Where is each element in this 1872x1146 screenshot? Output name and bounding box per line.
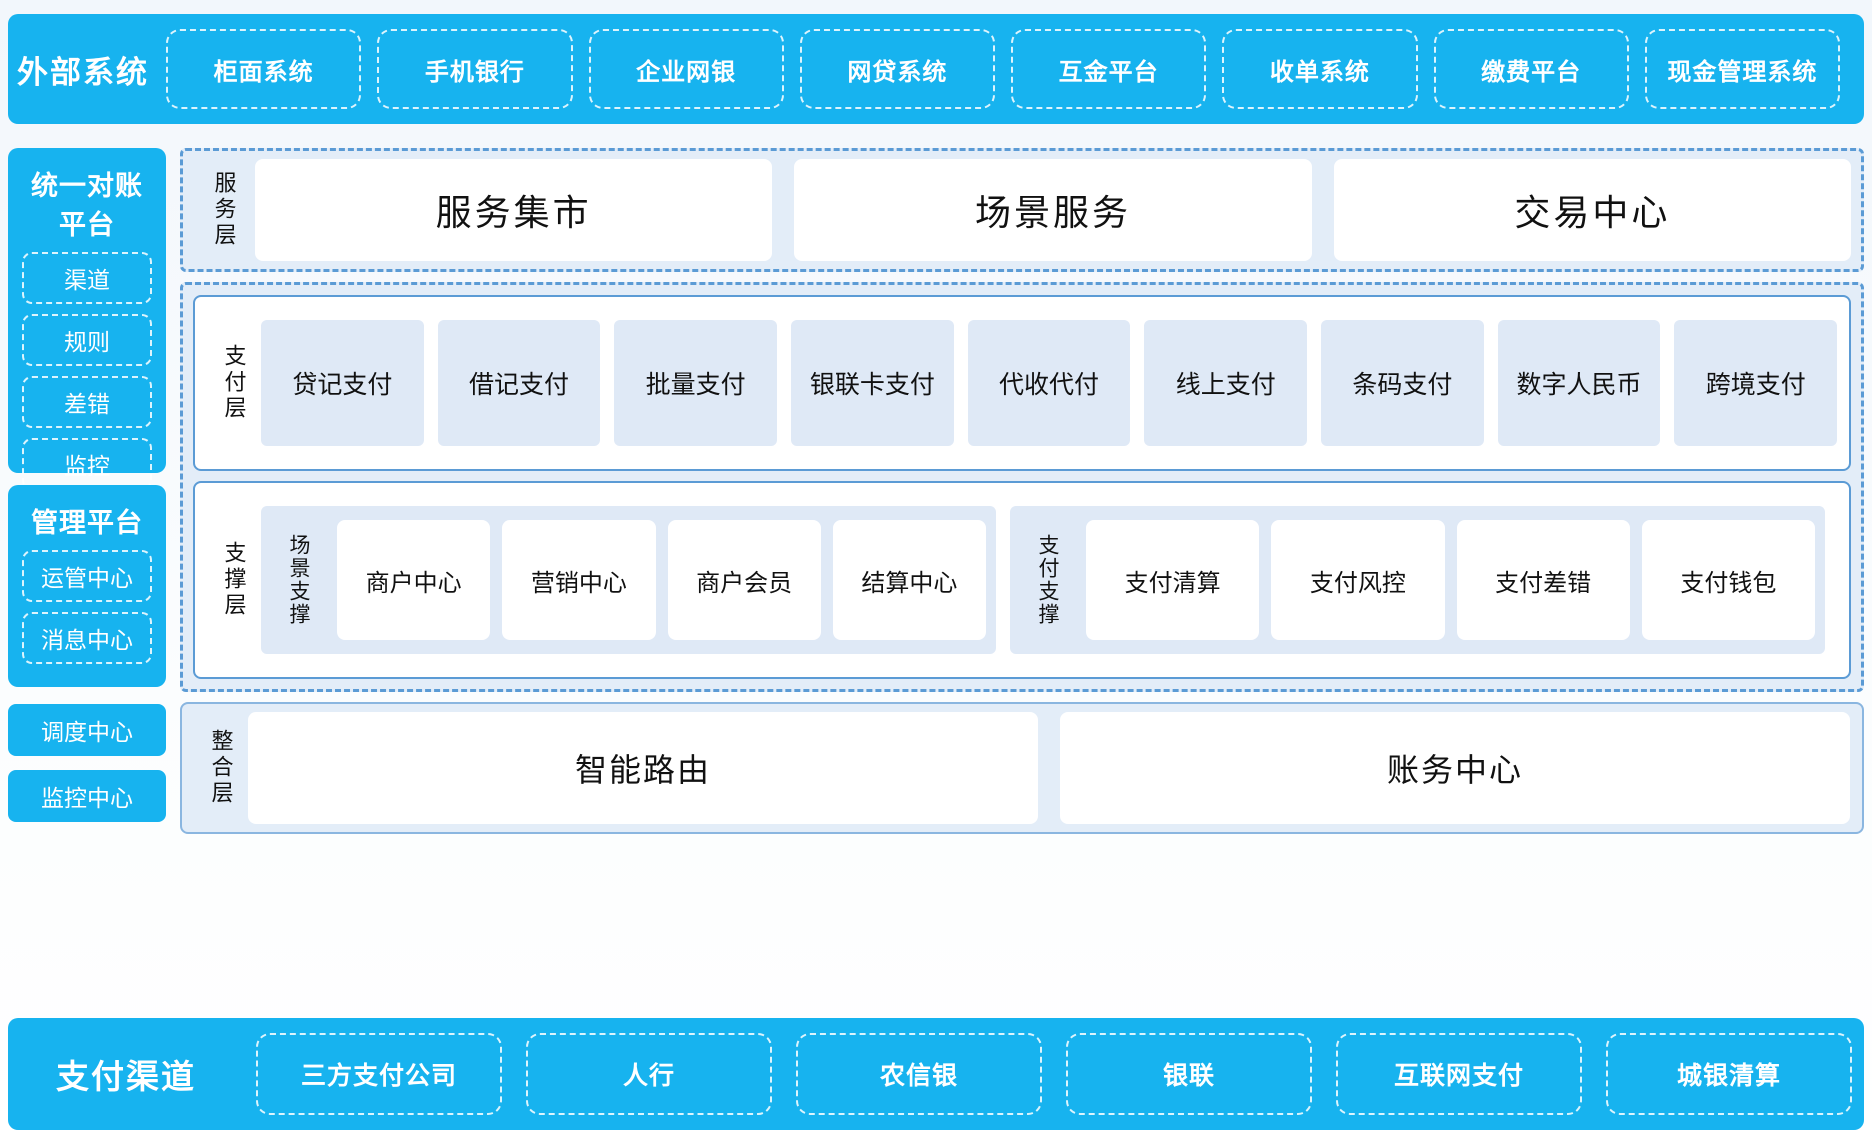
support-cell-merchant-member[interactable]: 商户会员 <box>667 520 821 640</box>
integration-layer-label: 整合层 <box>208 729 234 807</box>
external-systems-chip-list: 柜面系统 手机银行 企业网银 网贷系统 互金平台 收单系统 缴费平台 现金管理系… <box>158 14 1852 124</box>
support-layer-container: 支撑层 场景支撑 商户中心 营销中心 商户会员 结算中心 支付支撑 支付清算 支… <box>193 481 1851 679</box>
unified-reconciliation-platform-card: 统一对账平台 渠道 规则 差错 监控 <box>8 148 166 490</box>
support-cell-marketing-center[interactable]: 营销中心 <box>502 520 656 640</box>
monitor-center-button[interactable]: 监控中心 <box>8 770 166 822</box>
mgmt-item-operations-center[interactable]: 运管中心 <box>22 550 152 602</box>
service-card-marketplace[interactable]: 服务集市 <box>255 159 773 261</box>
management-platform-title: 管理平台 <box>31 508 143 538</box>
service-card-scenario[interactable]: 场景服务 <box>794 159 1312 261</box>
support-cell-settlement-center[interactable]: 结算中心 <box>832 520 986 640</box>
dispatch-center-button[interactable]: 调度中心 <box>8 704 166 756</box>
payment-channel-chip[interactable]: 银联 <box>1066 1033 1312 1115</box>
payment-cell-online[interactable]: 线上支付 <box>1144 320 1308 446</box>
management-platform-card: 管理平台 运管中心 消息中心 <box>8 485 166 687</box>
payment-cell-unionpay-card[interactable]: 银联卡支付 <box>791 320 954 446</box>
payment-channel-chip[interactable]: 城银清算 <box>1606 1033 1852 1115</box>
payment-support-group: 支付支撑 支付清算 支付风控 支付差错 支付钱包 <box>1010 506 1825 654</box>
mgmt-item-message-center[interactable]: 消息中心 <box>22 612 152 664</box>
support-cell-payment-risk[interactable]: 支付风控 <box>1271 520 1445 640</box>
payment-channel-chip[interactable]: 人行 <box>526 1033 772 1115</box>
payment-channels-bar: 支付渠道 三方支付公司 人行 农信银 银联 互联网支付 城银清算 <box>8 1018 1864 1130</box>
service-layer-container: 服务层 服务集市 场景服务 交易中心 <box>180 148 1864 272</box>
payment-channel-chip[interactable]: 互联网支付 <box>1336 1033 1582 1115</box>
payment-cell-digital-rmb[interactable]: 数字人民币 <box>1497 320 1661 446</box>
external-system-chip[interactable]: 手机银行 <box>377 29 573 109</box>
scenario-support-group: 场景支撑 商户中心 营销中心 商户会员 结算中心 <box>261 506 996 654</box>
support-cell-merchant-center[interactable]: 商户中心 <box>337 520 491 640</box>
external-system-chip[interactable]: 缴费平台 <box>1433 29 1629 109</box>
payment-layer-cell-list: 贷记支付 借记支付 批量支付 银联卡支付 代收代付 线上支付 条码支付 数字人民… <box>261 320 1838 446</box>
scenario-support-label: 场景支撑 <box>287 534 311 626</box>
unified-reconciliation-platform-title: 统一对账平台 <box>31 171 143 240</box>
payment-channel-chip[interactable]: 三方支付公司 <box>256 1033 502 1115</box>
payment-cell-collection-payment[interactable]: 代收代付 <box>967 320 1131 446</box>
payment-layer-label: 支付层 <box>221 344 247 422</box>
support-cell-payment-clearing[interactable]: 支付清算 <box>1086 520 1260 640</box>
payment-cell-cross-border[interactable]: 跨境支付 <box>1674 320 1838 446</box>
external-systems-bar: 外部系统 柜面系统 手机银行 企业网银 网贷系统 互金平台 收单系统 缴费平台 … <box>8 14 1864 124</box>
integration-card-accounting-center[interactable]: 账务中心 <box>1060 712 1850 824</box>
external-system-chip[interactable]: 现金管理系统 <box>1644 29 1840 109</box>
support-cell-payment-wallet[interactable]: 支付钱包 <box>1641 520 1815 640</box>
payment-layer-container: 支付层 贷记支付 借记支付 批量支付 银联卡支付 代收代付 线上支付 条码支付 … <box>193 295 1851 471</box>
service-card-transaction-center[interactable]: 交易中心 <box>1333 159 1851 261</box>
external-system-chip[interactable]: 收单系统 <box>1222 29 1418 109</box>
recon-item-channel[interactable]: 渠道 <box>22 252 152 304</box>
payment-channels-chip-list: 三方支付公司 人行 农信银 银联 互联网支付 城银清算 <box>244 1018 1864 1130</box>
support-layer-group-list: 场景支撑 商户中心 营销中心 商户会员 结算中心 支付支撑 支付清算 支付风控 … <box>261 491 1837 669</box>
payment-cell-barcode[interactable]: 条码支付 <box>1321 320 1484 446</box>
integration-card-smart-routing[interactable]: 智能路由 <box>248 712 1038 824</box>
payment-cell-batch[interactable]: 批量支付 <box>614 320 778 446</box>
external-system-chip[interactable]: 互金平台 <box>1011 29 1207 109</box>
payment-support-label: 支付支撑 <box>1036 534 1060 626</box>
external-system-chip[interactable]: 网贷系统 <box>799 29 995 109</box>
service-layer-card-list: 服务集市 场景服务 交易中心 <box>255 159 1851 261</box>
external-systems-title: 外部系统 <box>17 54 149 90</box>
payment-cell-debit[interactable]: 借记支付 <box>437 320 601 446</box>
external-system-chip[interactable]: 企业网银 <box>588 29 784 109</box>
support-layer-label: 支撑层 <box>221 541 247 619</box>
payment-channels-title: 支付渠道 <box>56 1058 196 1095</box>
external-system-chip[interactable]: 柜面系统 <box>166 29 362 109</box>
integration-layer-container: 整合层 智能路由 账务中心 <box>180 702 1864 834</box>
recon-item-monitor[interactable]: 监控 <box>22 438 152 490</box>
service-layer-label: 服务层 <box>211 171 237 249</box>
core-layers-container: 支付层 贷记支付 借记支付 批量支付 银联卡支付 代收代付 线上支付 条码支付 … <box>180 282 1864 692</box>
support-cell-payment-error[interactable]: 支付差错 <box>1456 520 1630 640</box>
payment-cell-credit[interactable]: 贷记支付 <box>261 320 424 446</box>
payment-channel-chip[interactable]: 农信银 <box>796 1033 1042 1115</box>
integration-layer-card-list: 智能路由 账务中心 <box>248 712 1850 824</box>
recon-item-error[interactable]: 差错 <box>22 376 152 428</box>
recon-item-rule[interactable]: 规则 <box>22 314 152 366</box>
